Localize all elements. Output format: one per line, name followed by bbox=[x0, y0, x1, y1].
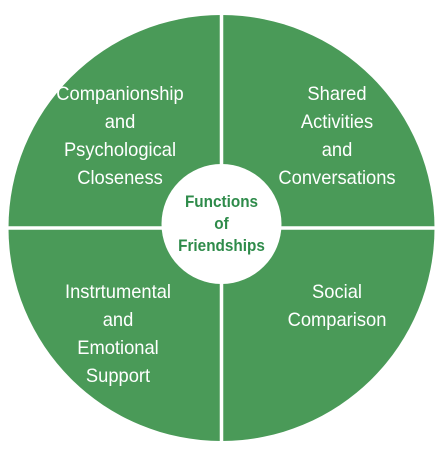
quadrant-label-social-comparison: Social Comparison bbox=[287, 281, 387, 331]
quadrant-label-companionship: Companionship and Psychological Closenes… bbox=[56, 83, 184, 189]
center-label: Functions of Friendships bbox=[178, 192, 265, 255]
quadrant-label-shared-activities: Shared Activities and Conversations bbox=[278, 83, 396, 189]
center-circle bbox=[161, 164, 282, 284]
quadrant-label-instrumental-support: Instrtumental and Emotional Support bbox=[65, 281, 171, 387]
